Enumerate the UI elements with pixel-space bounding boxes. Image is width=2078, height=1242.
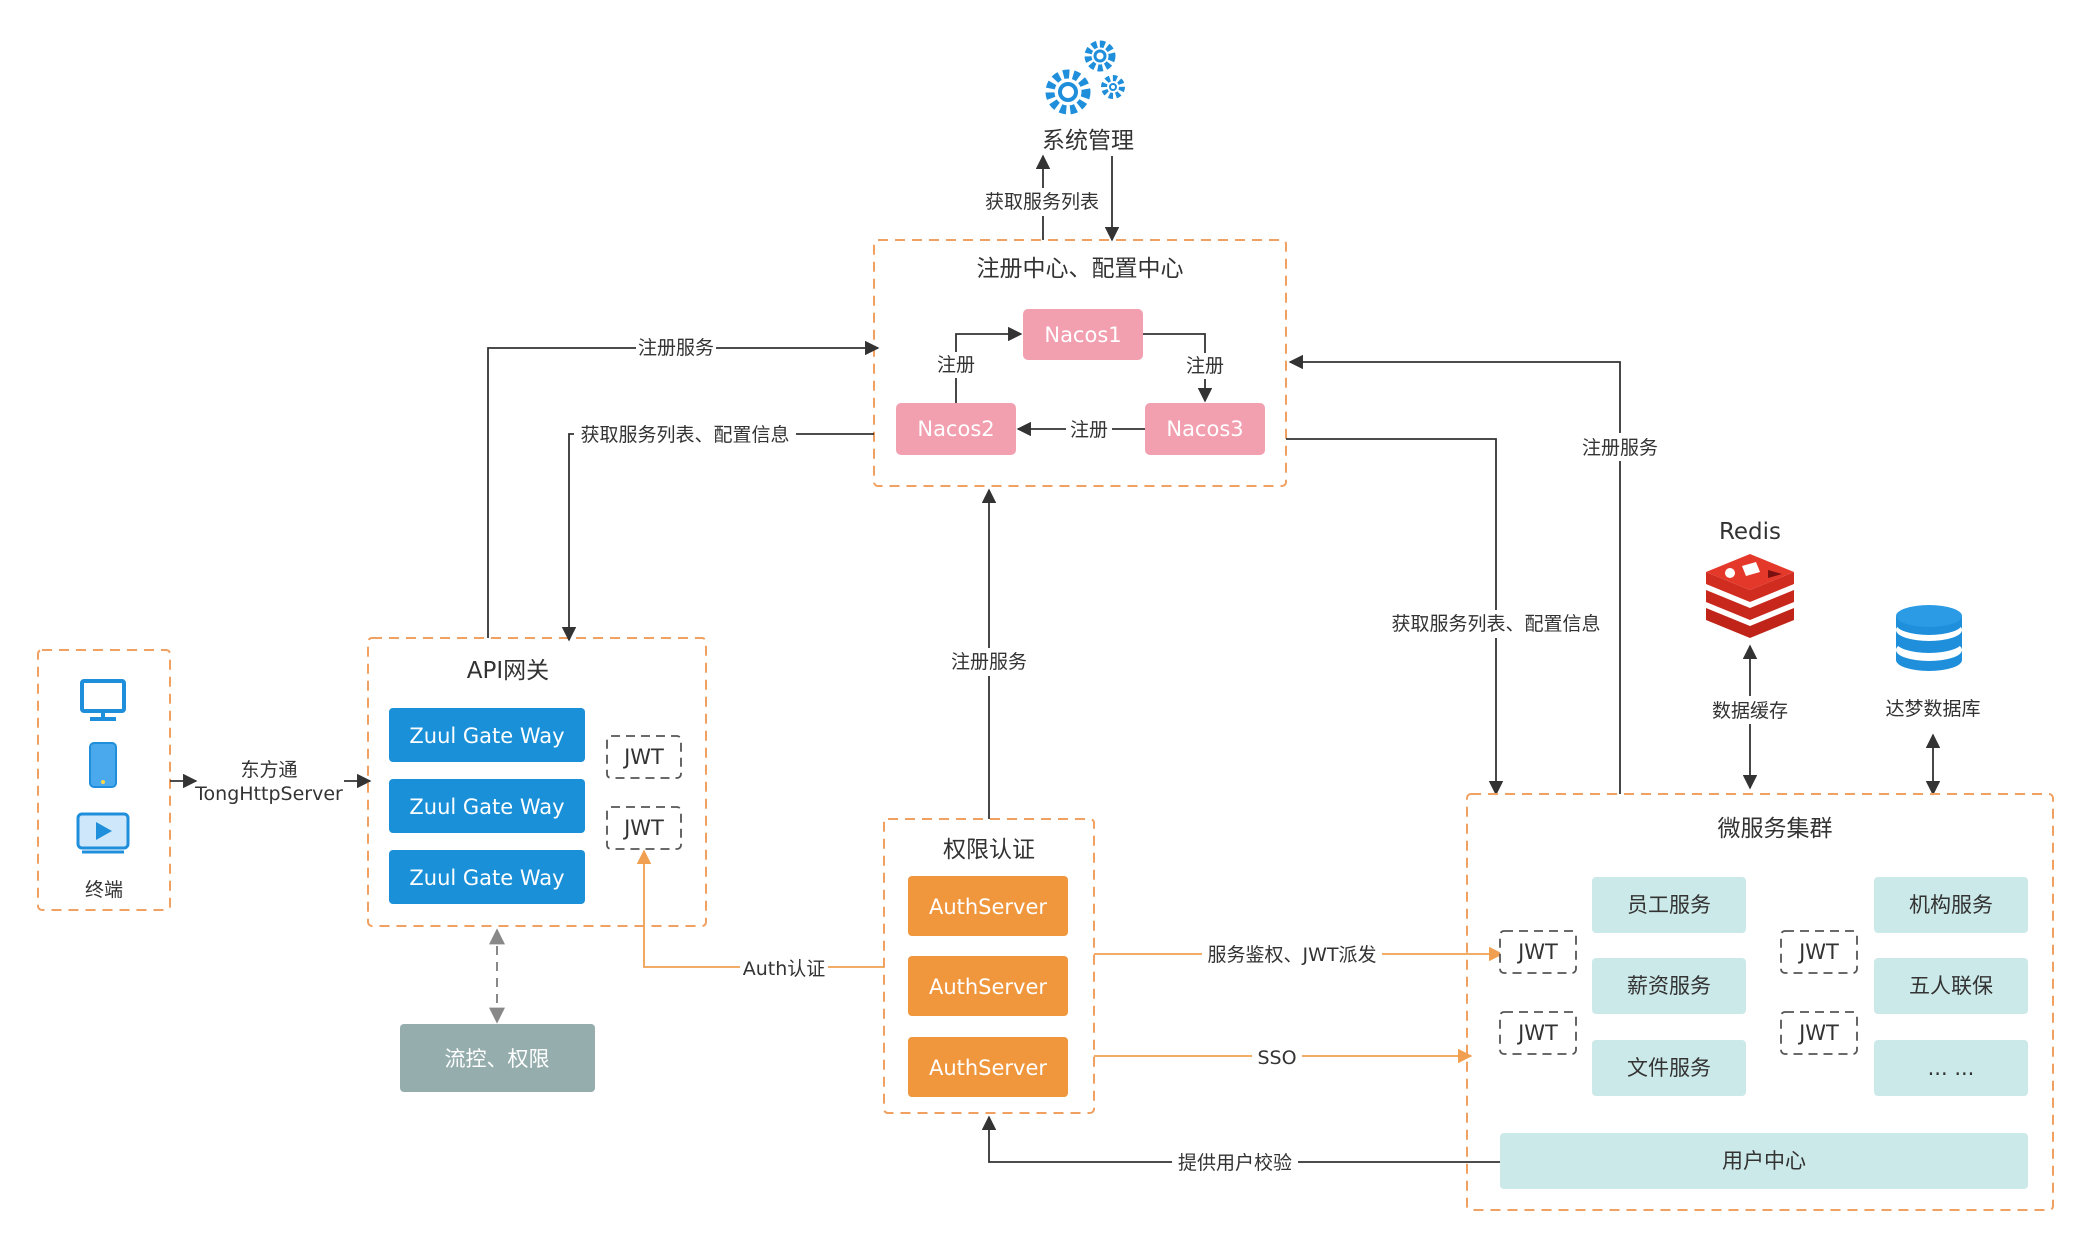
edge-registry-to-gateway [561, 433, 874, 642]
gateway-group: API网关 Zuul Gate Way Zuul Gate Way Zuul G… [367, 637, 707, 927]
service-left-1-label: 员工服务 [1627, 893, 1711, 917]
edge-gateway-register [487, 340, 880, 638]
auth-server-2 [908, 956, 1068, 1016]
edge-label-get-list-config-gw: 获取服务列表、配置信息 [580, 424, 789, 446]
gateway-jwt-2-label: JWT [622, 816, 664, 840]
service-left-2-label: 薪资服务 [1627, 974, 1711, 998]
service-left-1 [1592, 877, 1746, 933]
monitor-icon [80, 679, 126, 721]
service-right-1 [1874, 877, 2028, 933]
terminal-group: 终端 [37, 649, 171, 911]
cluster-jwt-4 [1780, 1011, 1858, 1055]
nacos2-label: Nacos2 [917, 417, 994, 441]
edge-label-get-list-config-cluster: 获取服务列表、配置信息 [1391, 613, 1600, 635]
nacos3-node [1145, 403, 1265, 455]
system-management-label: 系统管理 [1042, 128, 1134, 154]
user-center-label: 用户中心 [1722, 1149, 1806, 1173]
cluster-group: 微服务集群 员工服务 薪资服务 文件服务 机构服务 五人联保 ... ... J… [1466, 793, 2054, 1211]
gateway-jwt-1 [606, 735, 682, 779]
service-right-2-label: 五人联保 [1909, 974, 1993, 998]
database-icon [1896, 605, 1962, 671]
cluster-jwt-3-label: JWT [1797, 940, 1839, 964]
cluster-jwt-2 [1499, 1011, 1577, 1055]
edge-label-register-service-auth: 注册服务 [951, 651, 1027, 673]
edge-label-get-service-list: 获取服务列表 [985, 191, 1099, 213]
edge-label-user-verify: 提供用户校验 [1178, 1152, 1292, 1174]
service-left-3-label: 文件服务 [1627, 1056, 1711, 1080]
gateway-title: API网关 [467, 658, 549, 684]
edge-label-sso: SSO [1257, 1047, 1296, 1069]
flow-control-label: 流控、权限 [445, 1047, 550, 1071]
gears-icon [1045, 40, 1125, 115]
auth-server-3 [908, 1037, 1068, 1097]
gateway-jwt-1-label: JWT [622, 745, 664, 769]
registry-group: 注册中心、配置中心 Nacos1 Nacos2 Nacos3 注册 注册 注册 [873, 239, 1287, 487]
edge-auth-to-gateway-jwt [636, 849, 884, 968]
auth-title: 权限认证 [943, 837, 1035, 863]
gateway-jwt-2 [606, 806, 682, 850]
service-right-3-label: ... ... [1928, 1056, 1975, 1080]
flow-control-node [400, 1024, 595, 1092]
cluster-jwt-2-label: JWT [1516, 1021, 1558, 1045]
auth-server-2-label: AuthServer [929, 975, 1047, 999]
auth-group: 权限认证 AuthServer AuthServer AuthServer [883, 818, 1095, 1114]
service-right-3 [1874, 1040, 2028, 1096]
edge-registry-to-cluster [1286, 438, 1504, 796]
video-player-icon [76, 812, 130, 854]
edge-label-register-2: 注册 [1186, 355, 1224, 377]
gateway-node-3 [389, 850, 585, 904]
database-group: 达梦数据库 [1885, 605, 1981, 720]
gateway-border [367, 637, 707, 927]
edge-label-service-auth: 服务鉴权、JWT派发 [1208, 944, 1377, 966]
service-right-1-label: 机构服务 [1909, 893, 1993, 917]
cluster-border [1466, 793, 2054, 1211]
cluster-jwt-1 [1499, 930, 1577, 974]
terminal-label: 终端 [85, 879, 123, 901]
cluster-title: 微服务集群 [1718, 816, 1833, 842]
auth-server-1-label: AuthServer [929, 895, 1047, 919]
cluster-jwt-4-label: JWT [1797, 1021, 1839, 1045]
edge-label-register-1: 注册 [937, 354, 975, 376]
auth-border [883, 818, 1095, 1114]
registry-title: 注册中心、配置中心 [977, 256, 1184, 282]
edge-label-auth-cert: Auth认证 [743, 958, 826, 980]
edge-label-register-service-gw: 注册服务 [638, 337, 714, 359]
redis-label: Redis [1719, 519, 1781, 545]
auth-server-1 [908, 876, 1068, 936]
cluster-jwt-1-label: JWT [1516, 940, 1558, 964]
gateway-node-2 [389, 779, 585, 833]
service-left-3 [1592, 1040, 1746, 1096]
user-center-node [1500, 1133, 2028, 1189]
edge-cluster-register [1288, 354, 1621, 794]
phone-icon [89, 742, 117, 788]
gateway-node-3-label: Zuul Gate Way [409, 866, 564, 890]
redis-group: Redis [1706, 519, 1794, 638]
gateway-node-2-label: Zuul Gate Way [409, 795, 564, 819]
nacos1-label: Nacos1 [1044, 323, 1121, 347]
nacos3-label: Nacos3 [1166, 417, 1243, 441]
registry-border [873, 239, 1287, 487]
system-management: 系统管理 [1042, 40, 1134, 154]
edge-label-register-3: 注册 [1070, 419, 1108, 441]
terminal-border [37, 649, 171, 911]
service-left-2 [1592, 958, 1746, 1014]
edge-label-data-cache: 数据缓存 [1712, 700, 1788, 722]
edge-usercenter-to-auth [981, 1115, 1500, 1163]
edge-label-register-service-cluster: 注册服务 [1582, 437, 1658, 459]
gateway-node-1-label: Zuul Gate Way [409, 724, 564, 748]
gateway-node-1 [389, 708, 585, 762]
auth-server-3-label: AuthServer [929, 1056, 1047, 1080]
service-right-2 [1874, 958, 2028, 1014]
nacos2-node [896, 403, 1016, 455]
edge-nacos2-to-nacos1 [955, 326, 1023, 403]
cluster-jwt-3 [1780, 930, 1858, 974]
tong-label-line1: 东方通 [240, 759, 297, 781]
tong-label-line2: TongHttpServer [194, 783, 343, 805]
database-label: 达梦数据库 [1885, 698, 1980, 720]
redis-icon [1706, 554, 1794, 638]
nacos1-node [1023, 309, 1143, 360]
